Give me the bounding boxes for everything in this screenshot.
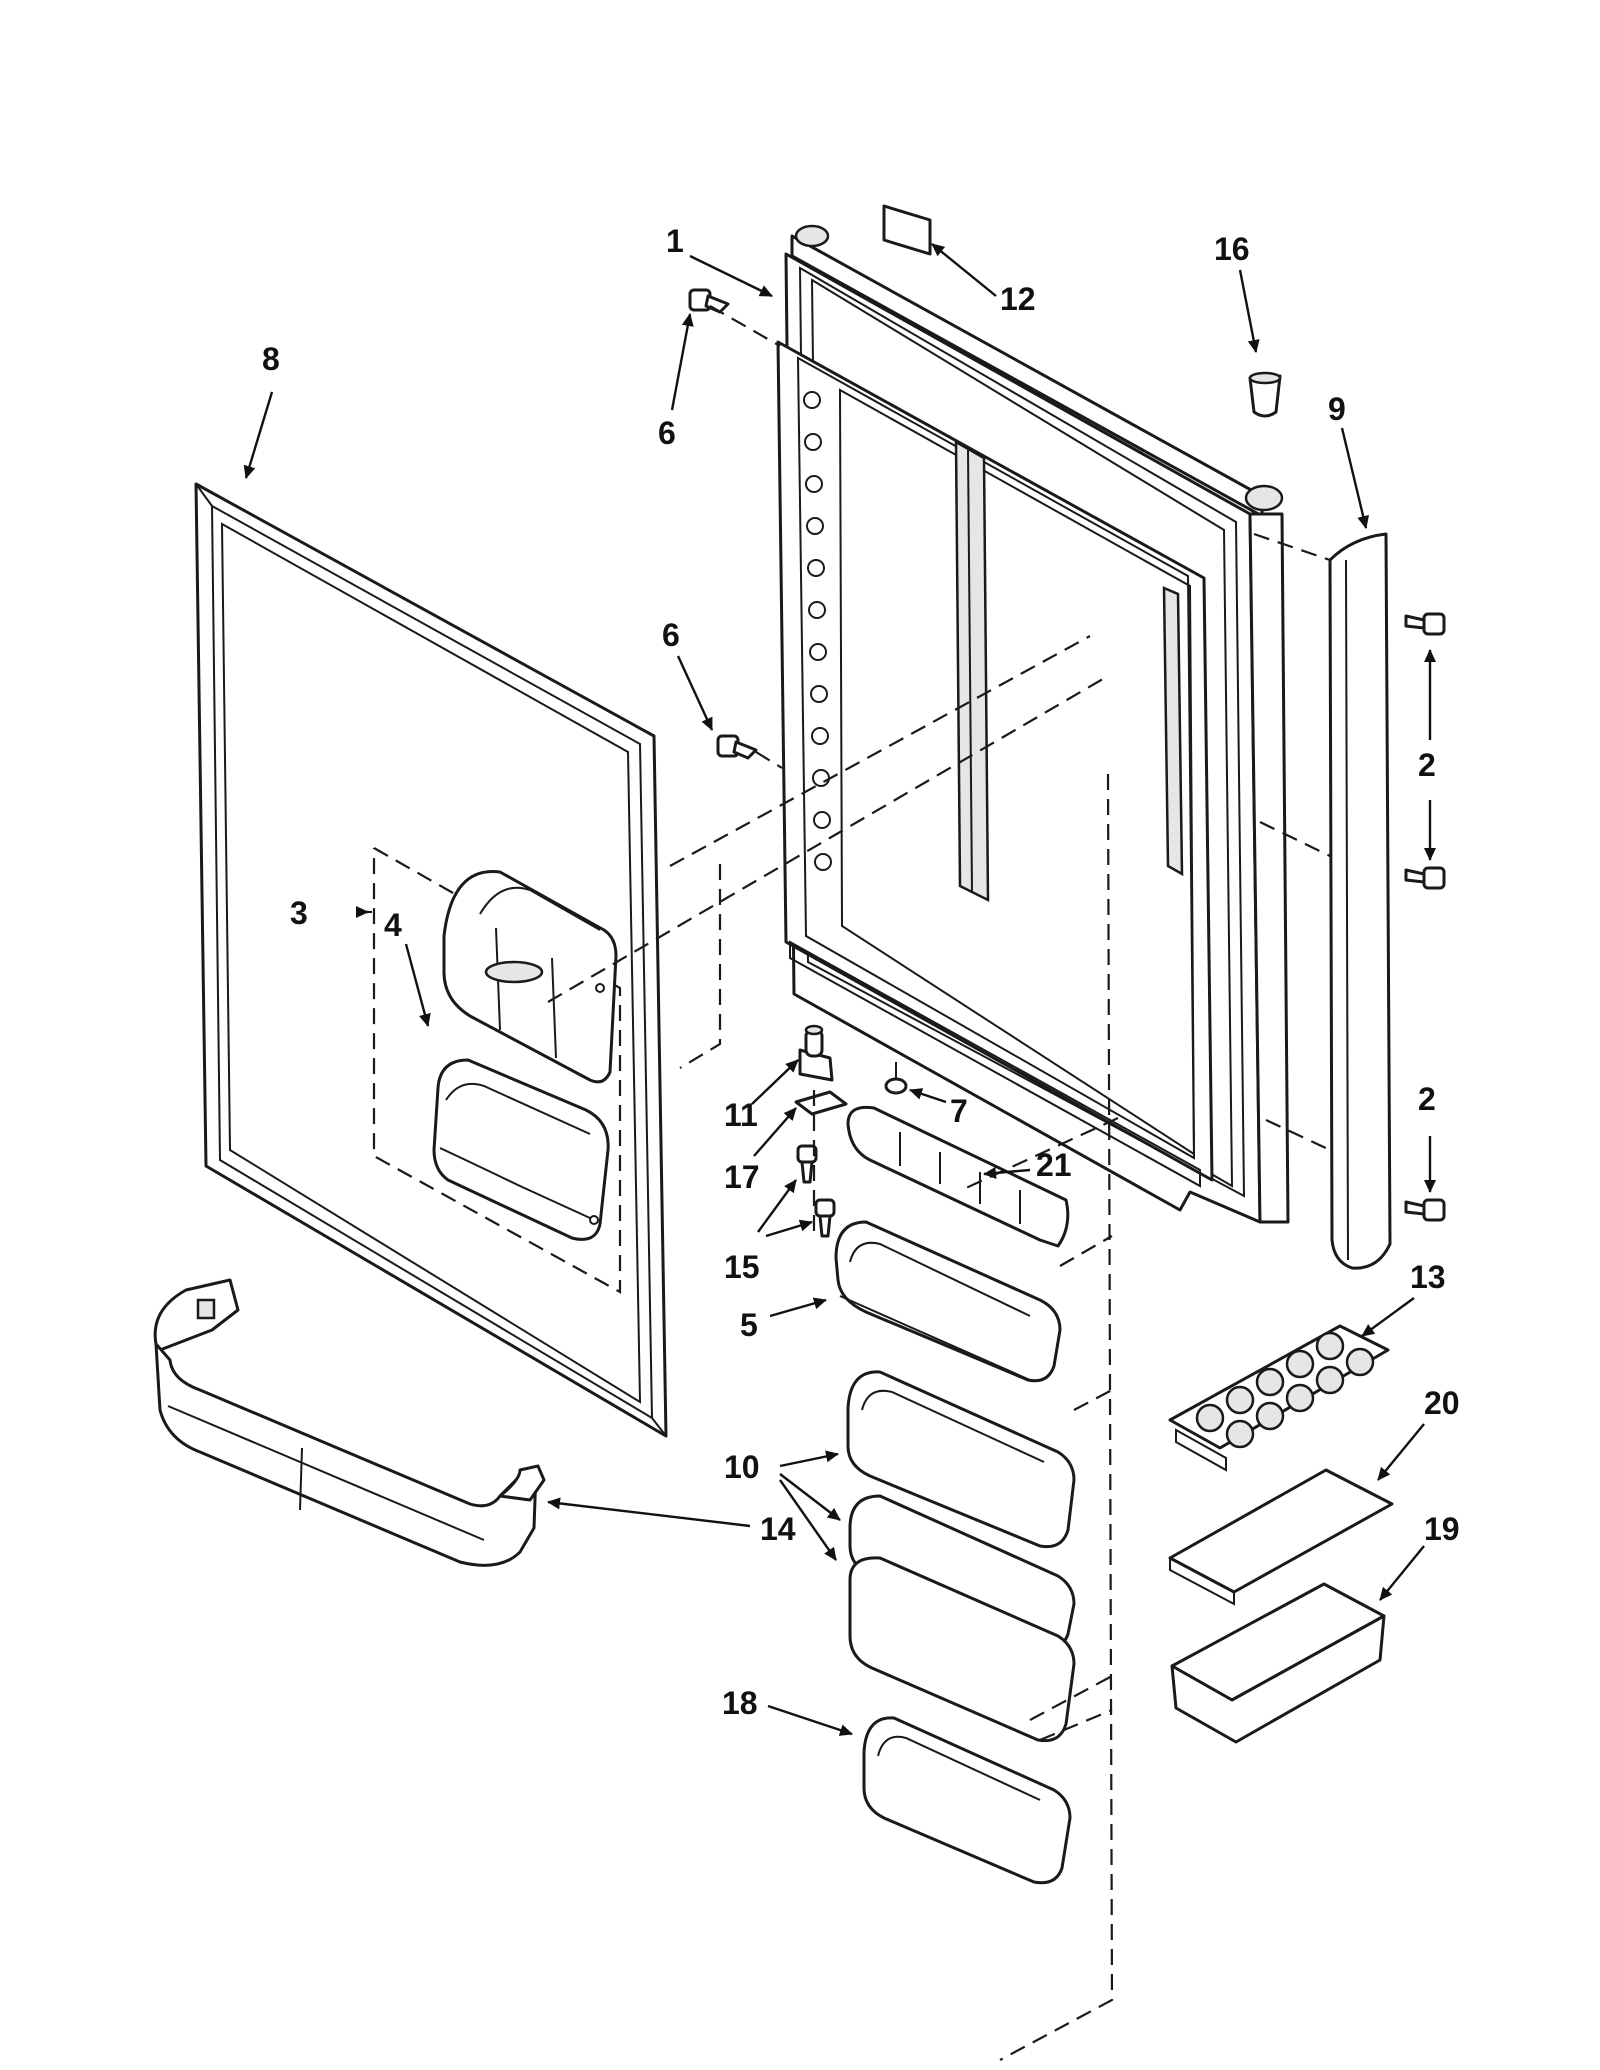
trim-screw-bottom-part xyxy=(1404,1198,1446,1222)
label-sticker-part xyxy=(882,204,932,256)
callout-9: 9 xyxy=(1328,391,1346,427)
door-liner-part xyxy=(776,224,1290,1224)
callout-2-upper: 2 xyxy=(1418,747,1436,783)
dispenser-bin-part xyxy=(432,1058,610,1241)
door-trim-strip-part xyxy=(1328,532,1392,1270)
callout-1: 1 xyxy=(666,223,684,259)
hinge-shim-part xyxy=(794,1090,848,1116)
callout-7: 7 xyxy=(950,1093,968,1129)
callout-12: 12 xyxy=(1000,281,1036,317)
screw-lower-part xyxy=(716,734,758,760)
callout-5: 5 xyxy=(740,1307,758,1343)
small-door-bin-part xyxy=(834,1220,1062,1383)
callout-18: 18 xyxy=(722,1685,758,1721)
callout-15: 15 xyxy=(724,1249,760,1285)
callout-14: 14 xyxy=(760,1511,796,1547)
butter-lid-part xyxy=(1168,1468,1394,1606)
dispenser-housing-part xyxy=(442,870,618,1084)
egg-cups xyxy=(1195,1331,1375,1449)
egg-tray-part xyxy=(1168,1324,1390,1472)
callout-6-lower: 6 xyxy=(662,617,680,653)
callout-labels: 1 2 2 3 4 5 6 6 7 8 9 10 11 12 13 14 15 … xyxy=(262,223,1460,1721)
callout-8: 8 xyxy=(262,341,280,377)
alignment-lines xyxy=(547,305,1331,2061)
callout-16: 16 xyxy=(1214,231,1250,267)
long-door-bin-part xyxy=(153,1278,546,1567)
butter-tray-part xyxy=(1170,1582,1386,1744)
hinge-screw-upper-part xyxy=(796,1144,818,1184)
bin-bracket-part xyxy=(846,1105,1070,1248)
callout-6-upper: 6 xyxy=(658,415,676,451)
callout-17: 17 xyxy=(724,1159,760,1195)
hinge-pin-part xyxy=(798,1024,834,1082)
callout-2-lower: 2 xyxy=(1418,1081,1436,1117)
leader-arrows xyxy=(243,243,1436,1736)
large-door-bin-top-part xyxy=(846,1370,1076,1549)
door-stop-screw-part xyxy=(884,1062,908,1095)
callout-3: 3 xyxy=(290,895,308,931)
hinge-screw-lower-part xyxy=(814,1198,836,1238)
trim-screw-top-part xyxy=(1404,612,1446,636)
plug-part xyxy=(1248,371,1282,418)
callout-4: 4 xyxy=(384,907,402,943)
screw-upper-part xyxy=(688,288,730,314)
bottom-door-bin-part xyxy=(862,1716,1072,1885)
callout-20: 20 xyxy=(1424,1385,1460,1421)
callout-10: 10 xyxy=(724,1449,760,1485)
callout-13: 13 xyxy=(1410,1259,1446,1295)
callout-11: 11 xyxy=(724,1097,758,1133)
large-door-bin-bottom-part xyxy=(848,1556,1076,1743)
trim-screw-middle-part xyxy=(1404,866,1446,890)
callout-19: 19 xyxy=(1424,1511,1460,1547)
liner-bumps-column xyxy=(803,391,832,871)
callout-21: 21 xyxy=(1036,1147,1072,1183)
